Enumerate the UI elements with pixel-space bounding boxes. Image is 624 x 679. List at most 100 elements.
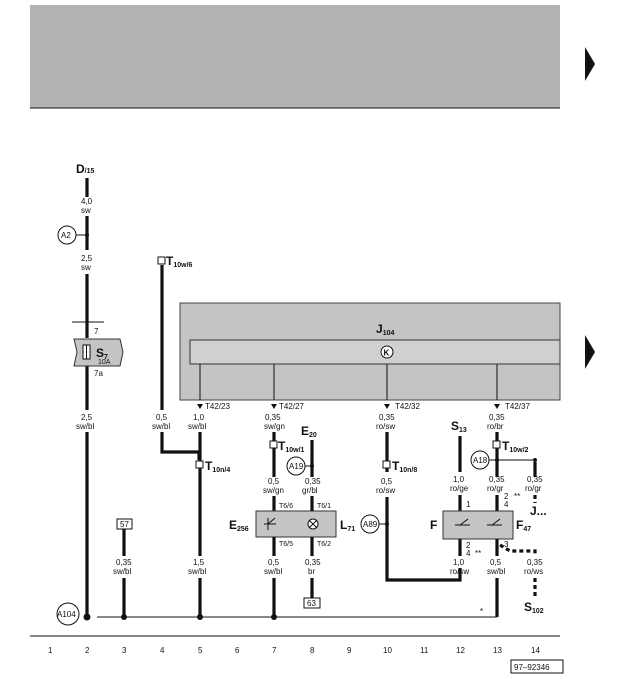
- connector-t10w6: T: [166, 254, 174, 268]
- connector-t10w2: T: [502, 439, 510, 453]
- column-number-6: 6: [235, 646, 240, 655]
- pin-t42-23: T42/23: [205, 402, 230, 411]
- continue-arrow-icon[interactable]: [585, 335, 595, 369]
- wire-0-35-f: 0,35: [489, 413, 505, 422]
- svg-text:T10w/1: T10w/1: [278, 439, 305, 454]
- fuse-pin-7a: 7a: [94, 369, 103, 378]
- wire-ro-gr-2: ro/gr: [525, 484, 542, 493]
- wire-sw-bl-7: sw/bl: [487, 567, 505, 576]
- wire-sw-bl-2: sw/bl: [113, 567, 131, 576]
- wire-sw-2: sw: [81, 263, 91, 272]
- wire-4-0: 4,0: [81, 197, 93, 206]
- wire-2-5-b: 2,5: [81, 413, 93, 422]
- module-name: J: [376, 322, 383, 336]
- svg-text:E256: E256: [229, 518, 249, 533]
- wire-sw-bl-3: sw/bl: [152, 422, 170, 431]
- label-f47-sub: 47: [523, 526, 531, 533]
- wire-0-5-e: 0,5: [490, 558, 502, 567]
- wire-1-0: 1,0: [193, 413, 205, 422]
- connector-a19-label: A19: [289, 462, 304, 471]
- switch-icon: [264, 517, 276, 530]
- switch-f47-icon: [487, 518, 502, 526]
- connector-t10w6-sub: 10w/6: [173, 262, 192, 269]
- lamp-icon: [307, 518, 319, 530]
- column-number-14: 14: [531, 646, 540, 655]
- wire-ro-gr: ro/gr: [487, 484, 504, 493]
- label-e256: E: [229, 518, 237, 532]
- label-f: F: [430, 518, 437, 532]
- wire-sw-bl-4: sw/bl: [188, 422, 206, 431]
- wire-sw-gn: sw/gn: [264, 422, 285, 431]
- column-number-13: 13: [493, 646, 502, 655]
- label-f47: F: [516, 518, 523, 532]
- next-page-arrow-icon[interactable]: [585, 47, 595, 81]
- wire-sw-bl-6: sw/bl: [264, 567, 282, 576]
- pin-t42-27: T42/27: [279, 402, 304, 411]
- svg-text:J104: J104: [376, 322, 394, 337]
- box-63: [303, 597, 321, 609]
- svg-text:K: K: [384, 349, 390, 358]
- column-number-2: 2: [85, 646, 90, 655]
- connector-a18-label: A18: [473, 456, 488, 465]
- wire-0-5-d: 0,5: [381, 477, 393, 486]
- pin-4: 4: [466, 549, 471, 558]
- label-e256-sub: 256: [237, 526, 249, 533]
- svg-text:S102: S102: [524, 600, 544, 615]
- column-number-8: 8: [310, 646, 315, 655]
- column-number-3: 3: [122, 646, 127, 655]
- wire-ro-br: ro/br: [487, 422, 504, 431]
- wire-0-35-i: 0,35: [527, 558, 543, 567]
- module-inner-bar: [189, 339, 561, 365]
- pin-2: 2: [466, 541, 471, 550]
- fuse-amp: 10A: [98, 359, 111, 366]
- svg-text:T10n/8: T10n/8: [392, 459, 417, 474]
- doc-number: 97–92346: [514, 663, 550, 672]
- wire-ro-ws: ro/ws: [524, 567, 543, 576]
- wire-1-0-c: 1,0: [453, 558, 465, 567]
- connector-a104: [56, 602, 80, 626]
- pin-3: 3: [504, 540, 509, 549]
- svg-text:E20: E20: [301, 424, 317, 439]
- pin-t6-1: T6/1: [317, 503, 331, 510]
- svg-text:T10w/6: T10w/6: [166, 254, 193, 269]
- connector-t10w2-sub: 10w/2: [509, 447, 528, 454]
- wire-ro-sw-2: ro/sw: [376, 486, 395, 495]
- label-d15-sub: /15: [85, 168, 95, 175]
- module-sub: 104: [383, 330, 395, 337]
- wire-ro-sw: ro/sw: [376, 422, 395, 431]
- wire-0-35: 0,35: [116, 558, 132, 567]
- header-bar: [30, 5, 560, 108]
- fuse-pin-7: 7: [94, 327, 99, 336]
- note-star: *: [480, 607, 483, 616]
- svg-text:S13: S13: [451, 419, 467, 434]
- pin-t6-5: T6/5: [279, 541, 293, 548]
- connector-t10n4-sub: 10n/4: [212, 467, 230, 474]
- connector-a2-label: A2: [61, 231, 71, 240]
- connector-t10w1: T: [278, 439, 286, 453]
- column-number-4: 4: [160, 646, 165, 655]
- wire-0-5-c: 0,5: [268, 558, 280, 567]
- wire-0-35-h: 0,35: [527, 475, 543, 484]
- wire-sw-bl-5: sw/bl: [188, 567, 206, 576]
- svg-text:T10w/2: T10w/2: [502, 439, 529, 454]
- wire-gr-bl: gr/bl: [302, 486, 318, 495]
- fuse-name: S: [96, 346, 104, 360]
- wire-sw-bl: sw/bl: [76, 422, 94, 431]
- column-number-1: 1: [48, 646, 53, 655]
- column-number-10: 10: [383, 646, 392, 655]
- doc-number-box: [510, 659, 564, 674]
- wire-ro-ge: ro/ge: [450, 484, 469, 493]
- wire-0-35-g: 0,35: [489, 475, 505, 484]
- switch-f-f47: [442, 510, 514, 540]
- wire-0-35-b: 0,35: [265, 413, 281, 422]
- column-number-9: 9: [347, 646, 352, 655]
- abs-warning-icon: [380, 345, 394, 359]
- wire-br: br: [308, 567, 315, 576]
- label-l71: L: [340, 518, 347, 532]
- column-number-12: 12: [456, 646, 465, 655]
- connector-t10n8-sub: 10n/8: [399, 467, 417, 474]
- wire-1-0-b: 1,0: [453, 475, 465, 484]
- wire-ro-sw-3: ro/sw: [450, 567, 469, 576]
- wire-2-5: 2,5: [81, 254, 93, 263]
